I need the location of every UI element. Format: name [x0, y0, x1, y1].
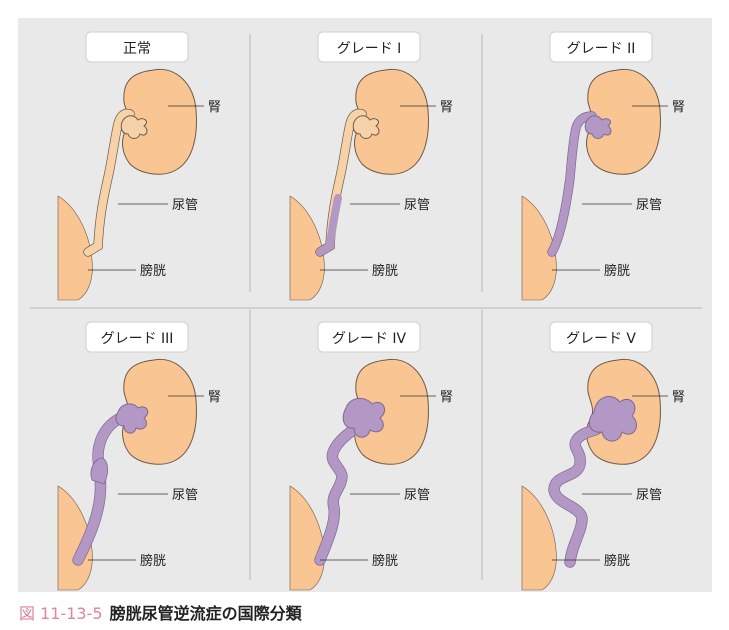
label-bladder: 膀胱: [140, 553, 166, 569]
bladder-shape: [289, 195, 325, 301]
panel-title: グレード I: [337, 41, 402, 57]
panel-title: グレード IV: [332, 331, 407, 347]
label-ureter: 尿管: [636, 488, 662, 503]
label-ureter: 尿管: [172, 488, 198, 503]
ureter-dilation: [90, 457, 108, 485]
kidney-shape: [354, 68, 429, 175]
kidney-shape: [122, 358, 197, 465]
panel-title-box: [549, 321, 653, 353]
panel-title-box: [549, 31, 653, 63]
label-ureter: 尿管: [172, 198, 198, 213]
bladder-shape: [521, 485, 557, 591]
calyx-normal: [120, 115, 148, 139]
calyx-normal: [352, 115, 380, 139]
bladder-shape: [521, 195, 557, 301]
label-kidney: 腎: [208, 390, 221, 405]
label-ureter: 尿管: [636, 198, 662, 213]
figure-number: 図 11-13-5: [19, 604, 103, 623]
label-bladder: 膀胱: [604, 263, 630, 279]
label-kidney: 腎: [672, 390, 685, 405]
bladder-shape: [57, 195, 93, 301]
ureter-normal: [84, 109, 134, 256]
label-ureter: 尿管: [404, 488, 430, 503]
label-bladder: 膀胱: [140, 263, 166, 279]
panel-title: グレード III: [101, 331, 174, 347]
calyx-reflux: [115, 403, 149, 434]
label-bladder: 膀胱: [604, 553, 630, 569]
panel-title-box: [317, 321, 421, 353]
reflux-segment: [316, 194, 342, 256]
panel-title: 正常: [123, 41, 151, 57]
label-bladder: 膀胱: [372, 263, 398, 279]
label-kidney: 腎: [672, 100, 685, 115]
panel-title-box: [317, 31, 421, 63]
panel-title: グレード V: [566, 331, 636, 347]
label-kidney: 腎: [440, 390, 453, 405]
panel-title: グレード II: [567, 41, 636, 57]
figure-caption: 図 11-13-5 膀胱尿管逆流症の国際分類: [19, 600, 302, 624]
panel-title-box: [85, 321, 189, 353]
panel-title-box: [85, 31, 189, 63]
calyx-reflux: [342, 398, 385, 438]
kidney-shape: [586, 68, 661, 175]
kidney-shape: [354, 358, 429, 465]
label-kidney: 腎: [440, 100, 453, 115]
bladder-shape: [57, 485, 93, 591]
calyx-reflux: [588, 396, 637, 442]
kidney-shape: [122, 68, 197, 175]
label-ureter: 尿管: [404, 198, 430, 213]
ureter-reflux: [548, 112, 596, 256]
label-kidney: 腎: [208, 100, 221, 115]
calyx-reflux: [584, 115, 612, 139]
figure-title: 膀胱尿管逆流症の国際分類: [109, 604, 302, 623]
label-bladder: 膀胱: [372, 553, 398, 569]
